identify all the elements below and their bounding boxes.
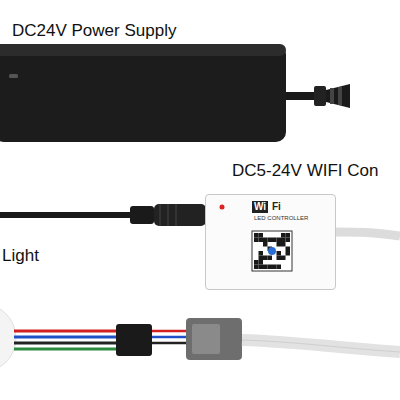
pin-black <box>152 342 186 345</box>
barrel-jack <box>154 204 206 226</box>
connector-face <box>192 324 220 354</box>
power-led <box>9 74 18 78</box>
strip-connector <box>116 324 152 356</box>
strip-reel <box>0 304 16 372</box>
pin-red <box>152 330 186 333</box>
wire-green <box>14 348 118 351</box>
output-cable <box>335 232 400 236</box>
plug-rib <box>330 88 334 104</box>
dc-input-cable <box>0 212 132 218</box>
four-pin-connector <box>186 318 242 360</box>
part-label: DC24V Power Supply <box>12 22 176 41</box>
strip-cable <box>242 340 400 352</box>
wifi-controller: WiFiLED CONTROLLER <box>205 194 336 290</box>
wifi-logo-text: Fi <box>270 201 283 213</box>
pin-blue <box>152 336 186 339</box>
cable-edge <box>242 340 400 352</box>
power-supply-top <box>0 44 286 56</box>
dc-cable <box>286 92 316 100</box>
wire-black <box>14 342 118 345</box>
power-supply-body <box>0 44 286 142</box>
wire-red <box>14 330 118 333</box>
ac-plug <box>326 84 350 108</box>
part-label: DC5-24V WIFI Con <box>232 162 378 181</box>
controller-label: LED CONTROLLER <box>252 214 310 222</box>
wire-blue <box>14 336 118 339</box>
wifi-logo-text: Wi <box>252 201 268 213</box>
jack-grooves <box>160 204 176 226</box>
plug-rib <box>338 87 342 105</box>
barrel-plug <box>130 206 154 224</box>
cable-boot <box>314 86 326 106</box>
part-label: Light <box>2 247 39 266</box>
